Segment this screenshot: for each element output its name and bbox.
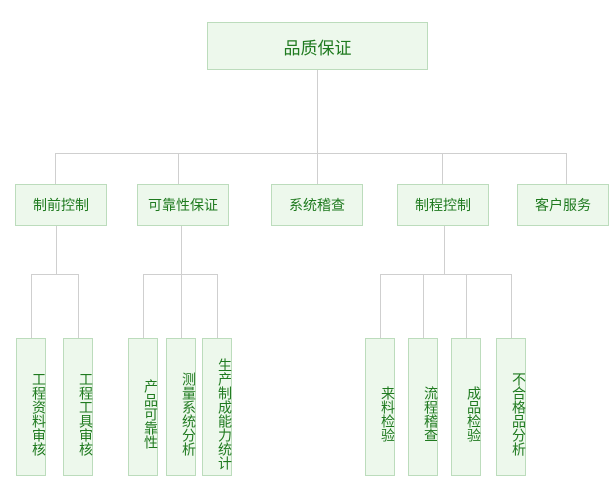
leaf-node-engineering-data-review: 工程资料审核 bbox=[16, 338, 46, 476]
leaf-node-measurement-system-analysis: 测量系统分析 bbox=[166, 338, 196, 476]
branch-node-reliability-assurance: 可靠性保证 bbox=[137, 184, 229, 226]
branch-node-process-control: 制程控制 bbox=[397, 184, 489, 226]
branch-node-pre-production-control: 制前控制 bbox=[15, 184, 107, 226]
leaf-node-product-reliability: 产品可靠性 bbox=[128, 338, 158, 476]
leaf-node-engineering-tool-review: 工程工具审核 bbox=[63, 338, 93, 476]
leaf-node-nonconformance-analysis: 不合格品分析 bbox=[496, 338, 526, 476]
root-node: 品质保证 bbox=[207, 22, 428, 70]
leaf-node-process-audit: 流程稽查 bbox=[408, 338, 438, 476]
leaf-node-process-capability-statistics: 生产制成能力统计 bbox=[202, 338, 232, 476]
leaf-node-finished-goods-inspection: 成品检验 bbox=[451, 338, 481, 476]
branch-node-customer-service: 客户服务 bbox=[517, 184, 609, 226]
leaf-node-incoming-inspection: 来料检验 bbox=[365, 338, 395, 476]
branch-node-system-audit: 系统稽查 bbox=[271, 184, 363, 226]
